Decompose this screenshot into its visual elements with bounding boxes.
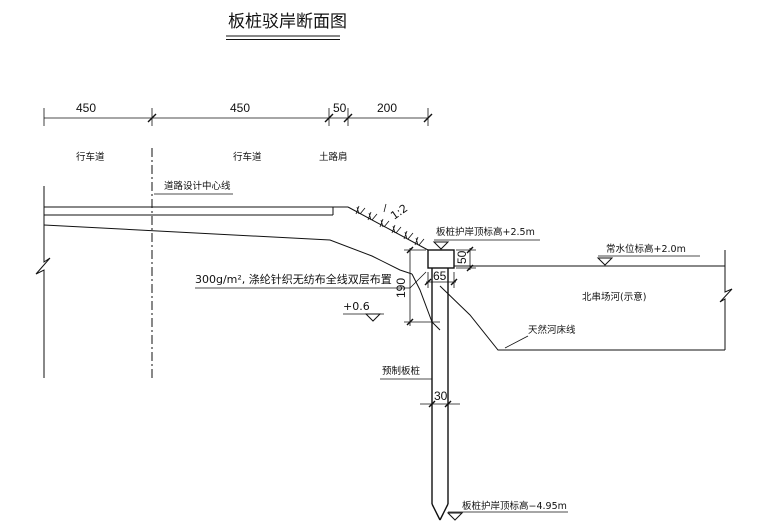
grass-marks xyxy=(355,205,425,246)
embankment-slope xyxy=(347,206,429,251)
label-slope-ratio: 1:2 xyxy=(388,202,410,223)
cap-height-dimension xyxy=(456,246,476,272)
dim-label-50: 50 xyxy=(333,101,347,115)
pile-cap xyxy=(427,249,455,269)
label-bottom-level: +0.6 xyxy=(343,300,370,313)
dim-label-pile-width: 30 xyxy=(434,389,448,403)
cap-level-marker xyxy=(432,241,450,250)
dim-label-200: 200 xyxy=(377,101,397,115)
label-cap-top-level: 板桩护岸顶标高+2.5m xyxy=(436,226,535,238)
dim-label-450-left: 450 xyxy=(76,101,96,115)
dim-label-cap-width: 65 xyxy=(433,269,447,283)
top-dimension-chain xyxy=(43,108,433,126)
pile-tip-marker xyxy=(446,512,464,521)
label-river: 北串场河(示意) xyxy=(582,291,646,303)
left-break-line xyxy=(35,230,51,378)
road-pavement xyxy=(43,186,348,230)
sheet-pile xyxy=(431,268,449,521)
label-centerline: 道路设计中心线 xyxy=(164,180,231,192)
water-level-marker xyxy=(596,257,614,266)
label-geotextile: 300g/m², 涤纶针织无纺布全线双层布置 xyxy=(195,272,392,286)
backfill-line xyxy=(411,273,441,331)
slope-tick xyxy=(383,203,387,213)
cap-width-dimension xyxy=(424,272,458,288)
geotextile-pointer xyxy=(409,271,427,289)
label-riverbed: 天然河床线 xyxy=(528,324,576,336)
label-water-level: 常水位标高+2.0m xyxy=(606,243,686,255)
subgrade-line xyxy=(43,224,413,275)
label-pile: 预制板桩 xyxy=(382,365,421,377)
drawing-title: 板桩驳岸断面图 xyxy=(228,12,347,32)
riverbed-line xyxy=(439,285,725,351)
label-shoulder: 土路肩 xyxy=(319,151,348,163)
label-road-right: 行车道 xyxy=(233,151,262,163)
bottom-level-marker xyxy=(364,313,382,322)
dim-label-cap-height: 50 xyxy=(455,250,469,264)
fill-height-dimension xyxy=(404,246,440,326)
riverbed-leader xyxy=(504,335,529,349)
label-pile-tip-level: 板桩护岸顶标高−4.95m xyxy=(462,500,567,512)
label-road-left: 行车道 xyxy=(76,151,105,163)
right-break-line xyxy=(719,250,733,350)
pile-width-dimension xyxy=(420,400,460,408)
dim-label-450-right: 450 xyxy=(230,101,250,115)
